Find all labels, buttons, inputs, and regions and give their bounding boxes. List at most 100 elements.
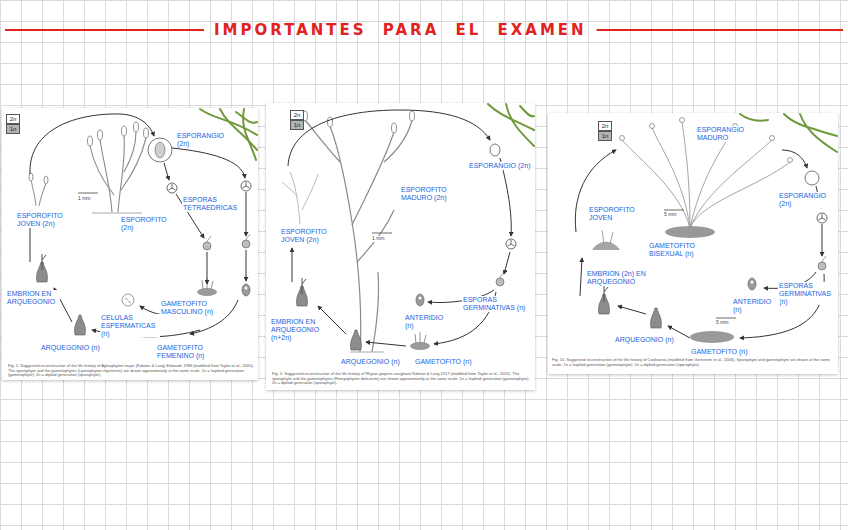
seaweed-sticker (243, 109, 256, 160)
scale-bar (372, 233, 392, 234)
legend-swatch: 2n (290, 110, 304, 120)
scale-label: 1 mm (372, 236, 385, 242)
figure-panel (548, 113, 838, 374)
sporophyte-drawing (690, 140, 772, 228)
scale-bar (664, 210, 736, 318)
gametophyte-drawing (592, 242, 620, 250)
stage-label: ANTERIDIO (n) (732, 298, 780, 314)
sporangium-tip (144, 128, 149, 138)
cycle-arrow (172, 148, 245, 178)
legend-text: 1n (291, 121, 303, 129)
stage-icon (748, 278, 756, 290)
stage-label: ESPOROFITO JOVEN (2n) (280, 228, 340, 244)
sporophyte-drawing (31, 180, 46, 206)
stage-label: ESPORAS TETRAEDRICAS (182, 196, 242, 212)
scale-bar (716, 318, 736, 319)
seaweed-sticker (236, 112, 257, 123)
stage-icon (490, 144, 500, 156)
stage-icon (496, 272, 504, 286)
scale-bar (78, 193, 98, 194)
seaweed-sticker (800, 114, 837, 152)
stage-icon (241, 181, 251, 191)
stage-icon (818, 256, 826, 270)
seaweed-sticker (506, 104, 534, 146)
sporangium-detail (148, 138, 172, 162)
gametophyte-drawing (690, 331, 734, 343)
stage-label: ESPOROFITO JOVEN (588, 206, 646, 222)
scale-label: 1 mm (78, 196, 91, 202)
cycle-arrow (580, 258, 582, 296)
sporophyte-drawing (124, 132, 136, 172)
stage-icon (75, 315, 86, 335)
scale-label: 5 mm (716, 320, 729, 326)
stage-label: ANTERIDIO (n) (404, 314, 450, 330)
young-sporophyte-drawing (290, 172, 300, 224)
sporophyte-drawing (352, 132, 394, 225)
scale-label: 5 mm (664, 212, 677, 218)
sporangium-tip (410, 111, 415, 121)
sporophyte-drawing (357, 210, 394, 262)
sporophyte-drawing (372, 272, 379, 352)
legend-text: 2n (7, 115, 19, 123)
sporangium-tip (44, 176, 48, 184)
stage-label: ESPOROFITO MADURO (2n) (400, 186, 466, 202)
figure-caption: Fig. 2. Suggested reconstruction of the … (8, 364, 254, 378)
seaweed-sticker (520, 106, 534, 116)
stage-label: ESPORANGIO MADURO (696, 126, 754, 142)
sporangium-tip (680, 118, 685, 123)
stage-icon (817, 213, 827, 223)
stage-icon (351, 330, 362, 350)
legend-text: 1n (7, 125, 19, 133)
stage-label: ESPORAS GERMINATIVAS (n) (778, 282, 838, 305)
sporangium-detail (148, 138, 172, 162)
legend-text: 1n (599, 132, 611, 140)
stage-icon (805, 171, 819, 185)
cycle-arrow (366, 342, 406, 346)
legend-text: 2n (599, 122, 611, 130)
sporophyte-drawing (31, 132, 146, 213)
sporophyte-drawing (350, 351, 384, 352)
stage-label: CELULAS ESPERMATICAS (n) (100, 314, 160, 337)
young-sporophyte-drawing (302, 174, 318, 210)
title-rule (597, 29, 843, 31)
sporangium-tip (620, 118, 793, 163)
stage-label: GAMETOFITO (n) (414, 358, 473, 366)
legend-swatch: 2n (598, 121, 612, 131)
stage-label: ESPOROFITO (2n) (120, 216, 178, 232)
legend-text: 2n (291, 111, 303, 119)
title-rule (5, 29, 204, 31)
cycle-arrow (618, 306, 646, 314)
young-sporophyte-drawing (282, 172, 318, 224)
figure-panel (266, 103, 535, 390)
sporophyte-drawing (682, 122, 690, 228)
seaweed-sticker (740, 114, 768, 121)
sporangium-tip (88, 136, 93, 146)
cycle-arrow (575, 150, 824, 338)
cycle-arrow (207, 252, 208, 284)
sporangium-tip (303, 111, 415, 133)
sporangium-tip (134, 122, 139, 132)
gametophyte-drawing (665, 226, 715, 238)
figure-panel (548, 113, 838, 374)
sporangium-tip (29, 122, 149, 184)
sporangium-tip (788, 158, 793, 163)
scale-bar (372, 233, 392, 234)
sporophyte-drawing (92, 212, 142, 213)
legend-swatch: 1n (6, 124, 20, 134)
sporophyte-drawing (118, 136, 124, 212)
stage-label: ARQUEGONIO (n) (40, 344, 101, 352)
stage-label: GAMETOFITO BISEXUAL (n) (648, 242, 716, 258)
figure-panel (2, 108, 258, 380)
sporangium-tip (29, 173, 33, 181)
cycle-arrow (288, 110, 490, 166)
stage-label: ARQUEGONIO (n) (614, 336, 675, 344)
stage-icon (410, 332, 430, 350)
figure-caption: Fig. 10. Suggested reconstruction of the… (552, 358, 834, 367)
stage-icon (651, 308, 662, 328)
stage-icon (242, 234, 250, 248)
cycle-arrow (246, 192, 247, 236)
sporangium-tip (620, 136, 625, 141)
stage-label: EMBRION EN ARQUEGONIO (n+2n) (270, 318, 330, 341)
sporophyte-drawing (384, 120, 412, 162)
